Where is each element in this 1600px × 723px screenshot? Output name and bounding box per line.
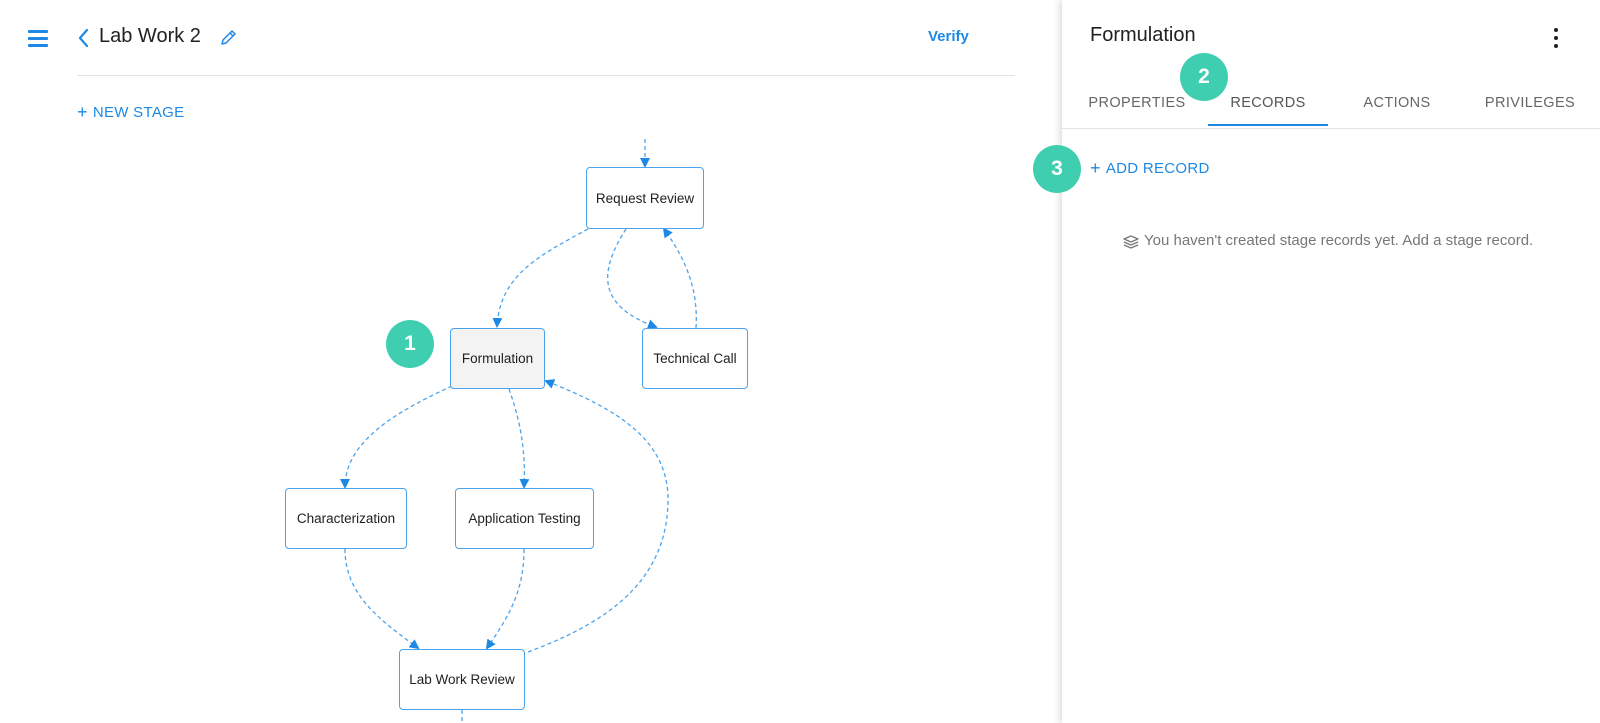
back-chevron-icon[interactable] (76, 26, 90, 50)
menu-icon[interactable] (28, 28, 50, 48)
edge-request-review-to-technical-call (607, 228, 658, 329)
edge-lab-work-review-to-formulation (527, 379, 669, 653)
workflow-editor: Lab Work 2 Verify +NEW STAGE (28, 25, 1015, 723)
stage-node-label: Technical Call (653, 351, 737, 366)
stage-node-characterization[interactable]: Characterization (285, 488, 407, 549)
edge-formulation-to-characterization (340, 385, 453, 489)
new-stage-button[interactable]: +NEW STAGE (77, 101, 184, 122)
active-tab-indicator (1208, 124, 1328, 126)
stage-node-application-testing[interactable]: Application Testing (455, 488, 594, 549)
stage-details-panel: Formulation PROPERTIES RECORDS ACTIONS P… (1062, 0, 1600, 723)
tab-actions[interactable]: ACTIONS (1363, 95, 1431, 111)
stage-node-formulation[interactable]: Formulation (450, 328, 545, 389)
tab-records[interactable]: RECORDS (1230, 95, 1306, 111)
plus-icon: + (77, 102, 88, 122)
workflow-graph: Request Review Formulation Technical Cal… (285, 139, 748, 723)
plus-icon: + (1090, 158, 1101, 178)
edge-application-testing-to-lab-work-review (485, 548, 525, 650)
verify-button[interactable]: Verify (928, 28, 969, 45)
stage-node-lab-work-review[interactable]: Lab Work Review (399, 649, 525, 710)
step-badge-2: 2 (1180, 53, 1228, 101)
panel-title: Formulation (1090, 24, 1196, 46)
edge-formulation-to-application-testing (508, 388, 530, 489)
stage-node-label: Lab Work Review (409, 672, 515, 687)
stage-node-label: Request Review (595, 190, 695, 206)
stage-node-technical-call[interactable]: Technical Call (642, 328, 748, 389)
workflow-edges (340, 139, 697, 723)
stage-node-label: Application Testing (468, 511, 581, 526)
edge-technical-call-to-request-review (662, 227, 697, 329)
tab-properties[interactable]: PROPERTIES (1088, 95, 1186, 111)
step-badge-1: 1 (386, 320, 434, 368)
more-vertical-icon[interactable] (1552, 26, 1560, 50)
edge-request-review-to-formulation (492, 228, 589, 328)
page-title: Lab Work 2 (99, 25, 201, 47)
stage-node-label: Characterization (296, 511, 396, 526)
new-stage-label: NEW STAGE (92, 104, 185, 121)
pencil-icon[interactable] (217, 27, 239, 49)
empty-records-message: You haven't created stage records yet. A… (1122, 232, 1533, 249)
edge-characterization-to-lab-work-review (344, 548, 420, 650)
empty-records-text: You haven't created stage records yet. A… (1144, 232, 1534, 249)
header-divider (77, 75, 1015, 76)
stack-icon (1123, 234, 1139, 249)
stage-node-request-review[interactable]: Request Review (586, 167, 704, 229)
tab-privileges[interactable]: PRIVILEGES (1484, 95, 1576, 111)
step-badge-3: 3 (1033, 145, 1081, 193)
stage-node-label: Formulation (461, 351, 534, 366)
panel-tabs: PROPERTIES RECORDS ACTIONS PRIVILEGES (1062, 78, 1600, 129)
add-record-button[interactable]: +ADD RECORD (1090, 157, 1210, 178)
add-record-label: ADD RECORD (1105, 160, 1210, 177)
